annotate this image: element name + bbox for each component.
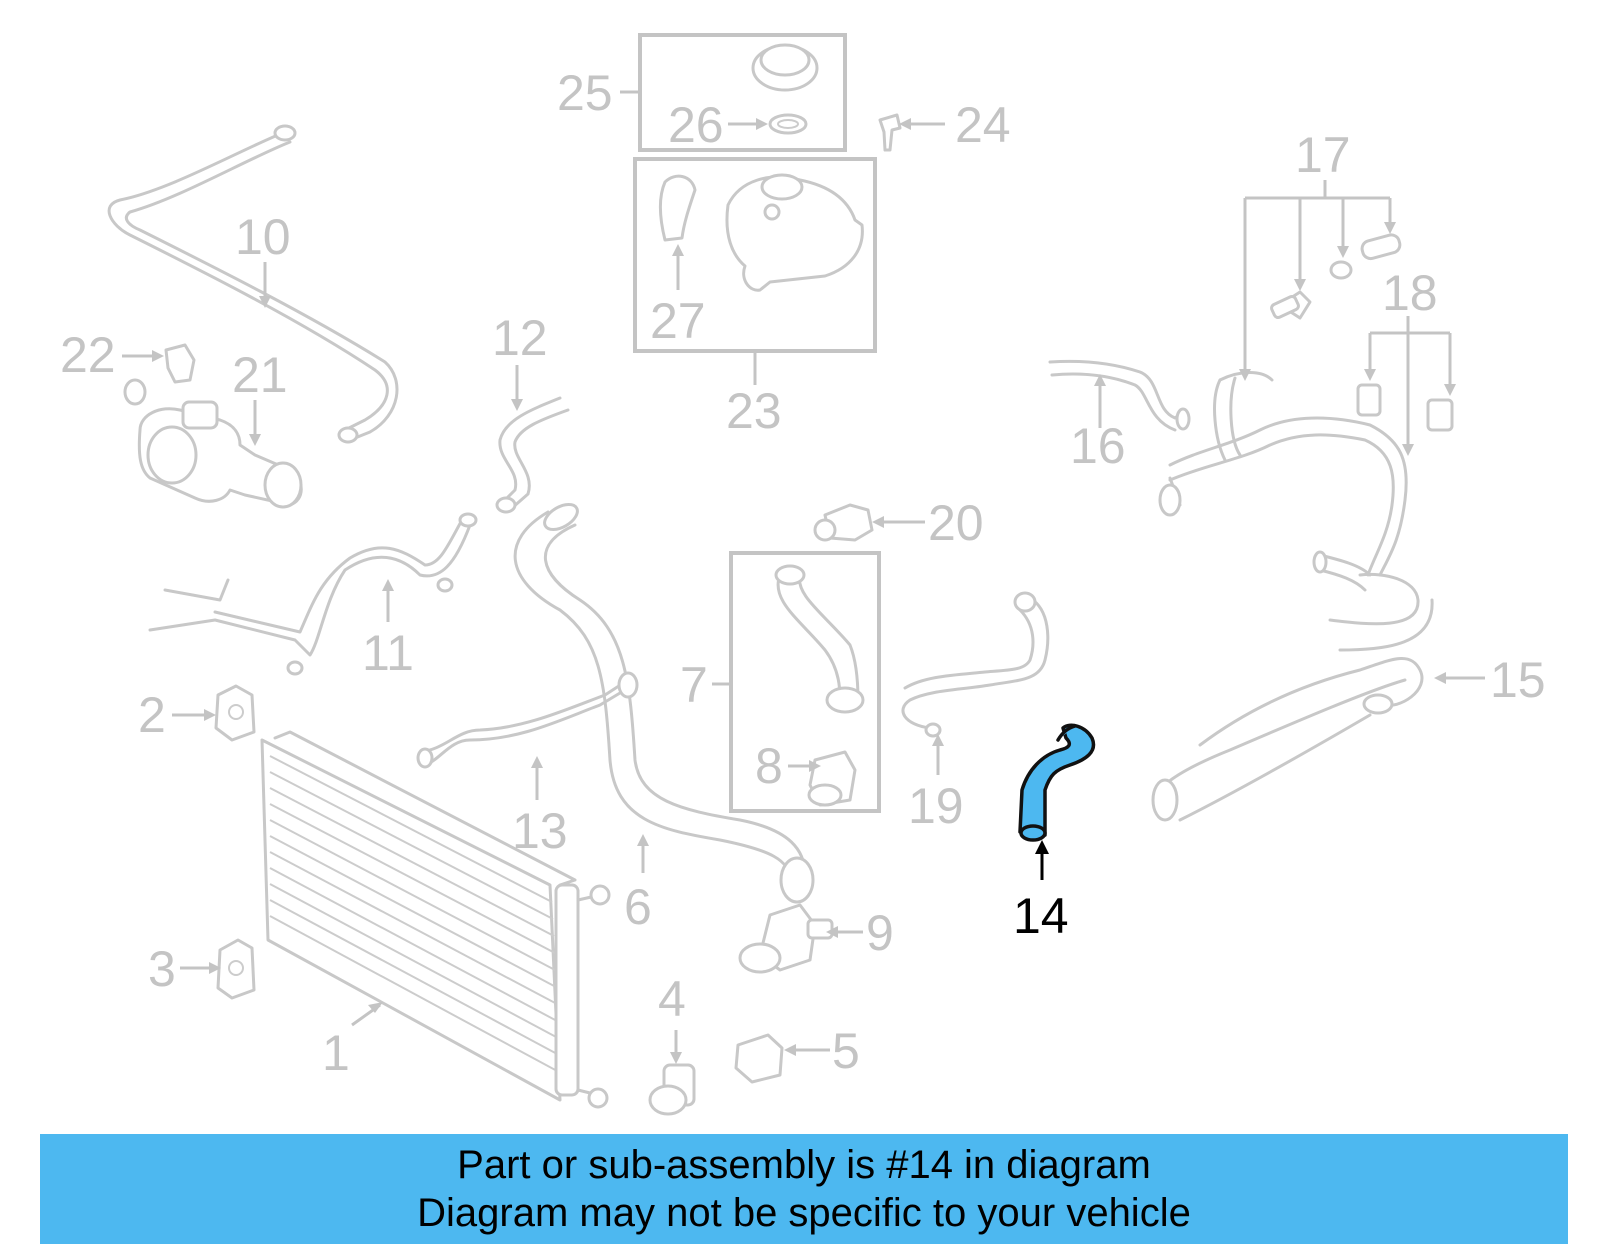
callout-11: 11 [362, 625, 414, 681]
callout-20: 20 [928, 495, 984, 551]
part-1-radiator [260, 730, 611, 1109]
part-11-pipe [148, 512, 478, 676]
hose-assembly-right [1158, 371, 1408, 592]
part-15-hose [1151, 572, 1434, 822]
callout-24: 24 [955, 97, 1011, 153]
callout-9: 9 [866, 905, 894, 961]
part-13-pipe [416, 671, 639, 769]
part-16-hose [1048, 359, 1191, 432]
part-9-fitting [738, 903, 834, 974]
part-21-housing [123, 378, 303, 509]
callout-7: 7 [680, 657, 708, 713]
callout-8: 8 [755, 738, 783, 794]
part-6-hose [513, 503, 815, 904]
callout-21: 21 [232, 347, 288, 403]
callout-2: 2 [138, 687, 166, 743]
callout-13: 13 [512, 803, 568, 859]
callout-27: 27 [650, 293, 706, 349]
part-12-hose [495, 396, 570, 514]
part-22-plug [164, 343, 196, 384]
part-23-reservoir [725, 173, 864, 292]
part-7-hose [774, 564, 865, 714]
part-19-hose [901, 591, 1050, 738]
callout-18: 18 [1382, 265, 1438, 321]
part-18-clamps [1356, 383, 1454, 432]
callout-numbers: 1 2 3 4 5 6 7 8 9 10 11 12 13 14 15 16 1… [60, 65, 1546, 1081]
part-3-bracket [216, 938, 256, 1000]
info-banner: Part or sub-assembly is #14 in diagram D… [40, 1134, 1568, 1244]
leader-lines [122, 90, 1485, 1064]
part-10-pipe [107, 124, 399, 444]
callout-23: 23 [726, 383, 782, 439]
part-4-sensor [648, 1063, 696, 1116]
callout-25: 25 [557, 65, 613, 121]
callout-12: 12 [492, 310, 548, 366]
part-2-bracket [214, 684, 256, 742]
leader-14 [1035, 840, 1049, 880]
callout-16: 16 [1070, 418, 1126, 474]
callout-1: 1 [322, 1025, 350, 1081]
part-20-fitting [813, 503, 874, 542]
callout-10: 10 [235, 209, 291, 265]
callout-22: 22 [60, 327, 116, 383]
callout-15: 15 [1490, 652, 1546, 708]
callout-17: 17 [1295, 127, 1351, 183]
callout-5: 5 [832, 1023, 860, 1079]
callout-4: 4 [658, 971, 686, 1027]
part-17-clamps [1270, 233, 1402, 320]
callout-6: 6 [624, 879, 652, 935]
part-24-screw [878, 113, 902, 152]
callout-19: 19 [908, 778, 964, 834]
banner-line-1: Part or sub-assembly is #14 in diagram [457, 1143, 1151, 1187]
part-14-hose [1018, 723, 1096, 842]
callout-26: 26 [668, 97, 724, 153]
part-5-connector [734, 1033, 784, 1084]
part-25-cap [751, 43, 819, 92]
banner-line-2: Diagram may not be specific to your vehi… [417, 1191, 1191, 1235]
part-8-hose-connector [807, 750, 857, 807]
part-7-kit-box [729, 551, 881, 813]
part-26-seal [768, 113, 808, 135]
callout-3: 3 [148, 941, 176, 997]
callout-14: 14 [1013, 888, 1069, 944]
part-27-clip [659, 174, 697, 242]
